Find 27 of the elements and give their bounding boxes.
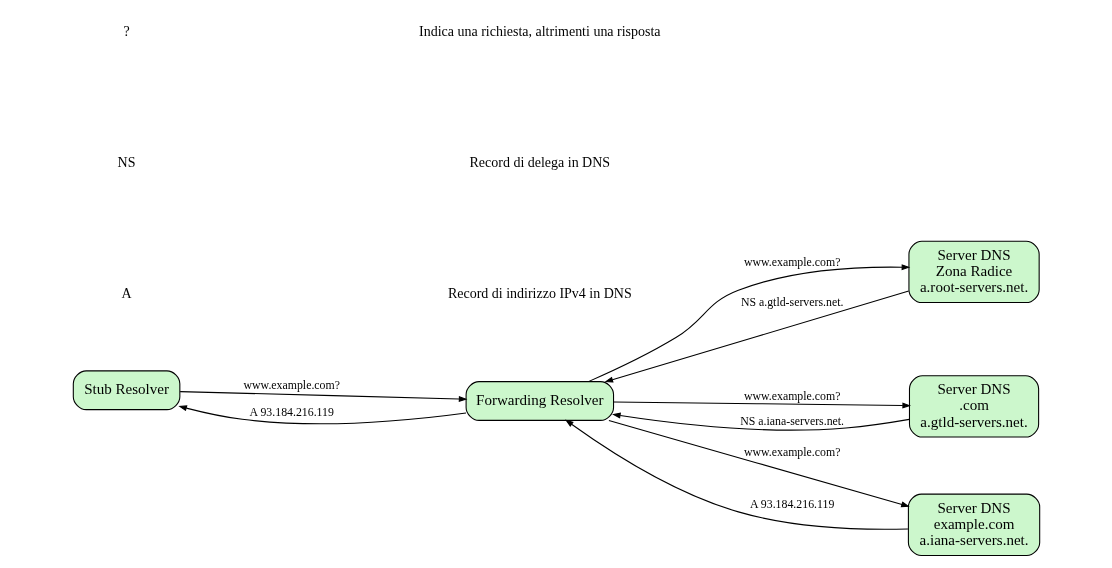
arrow: [611, 412, 910, 431]
edge-label: www.example.com?: [743, 444, 840, 459]
arrow: [612, 401, 911, 409]
edge-label: NS a.gtld-servers.net.: [740, 295, 843, 310]
node-box: Server DNS .com a.gtld-servers.net.: [908, 375, 1039, 438]
node-box: Server DNS Zona Radice a.root-servers.net.: [907, 240, 1040, 304]
arrow: [179, 391, 467, 402]
arrow: [564, 419, 908, 530]
arrow: [607, 419, 910, 508]
label: Record di indirizzo IPv4 in DNS: [447, 286, 632, 302]
label: ?: [122, 23, 130, 39]
label: A: [121, 286, 132, 302]
node-box: Forwarding Resolver: [465, 381, 614, 421]
label: Record di delega in DNS: [469, 154, 610, 170]
arrow: [177, 405, 467, 425]
node-box: Server DNS example.com a.iana-servers.net.: [907, 493, 1040, 556]
edge-label: www.example.com?: [243, 377, 340, 392]
arrow: [604, 290, 909, 383]
arrow: [587, 264, 910, 383]
node-box: Stub Resolver: [72, 370, 180, 411]
label: Indica una richiesta, altrimenti una risposta: [418, 23, 661, 39]
edge-label: A 93.184.216.119: [249, 404, 334, 419]
edge-label: www.example.com?: [743, 388, 840, 403]
label: NS: [117, 154, 136, 170]
edge-label: A 93.184.216.119: [749, 497, 834, 512]
edge-label: NS a.iana-servers.net.: [739, 413, 844, 428]
edge-label: www.example.com?: [743, 255, 840, 270]
